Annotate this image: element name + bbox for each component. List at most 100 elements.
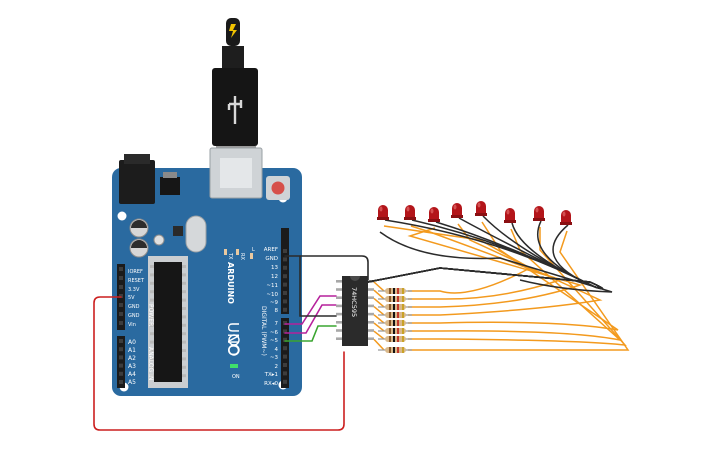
on-label: ON: [232, 374, 240, 380]
led-wire[interactable]: [408, 225, 563, 300]
led-wire[interactable]: [408, 228, 623, 342]
chip-output-wire[interactable]: [373, 338, 385, 351]
resistor[interactable]: [378, 336, 412, 342]
red-led[interactable]: [428, 207, 440, 222]
resistor-color-band: [393, 328, 395, 334]
gnd-return-wire[interactable]: [299, 255, 337, 317]
header-pin[interactable]: [119, 380, 123, 384]
resistor[interactable]: [378, 288, 412, 294]
header-pin[interactable]: [283, 354, 287, 359]
header-pin[interactable]: [283, 291, 287, 295]
header-pin[interactable]: [119, 276, 123, 280]
header-pin[interactable]: [283, 337, 287, 342]
pin-label: 13: [271, 265, 278, 271]
red-led[interactable]: [377, 205, 389, 220]
ic-pin: [150, 340, 154, 344]
header-pin[interactable]: [119, 355, 123, 360]
5v-wire[interactable]: [93, 296, 345, 431]
led-wire[interactable]: [408, 230, 630, 351]
header-pin[interactable]: [119, 347, 123, 352]
header-pin[interactable]: [283, 379, 287, 384]
ic-pin: [150, 332, 154, 336]
header-pin[interactable]: [119, 363, 123, 368]
header-pin[interactable]: [283, 371, 287, 376]
chip-output-wire[interactable]: [373, 281, 385, 292]
resistor[interactable]: [378, 320, 412, 326]
red-led[interactable]: [560, 210, 572, 225]
header-pin[interactable]: [119, 294, 123, 298]
header-pin[interactable]: [283, 257, 287, 262]
arduino-uno-board[interactable]: TX RX L ON ARDUINO UNO POWER ANALOG IN D…: [112, 147, 302, 396]
data-wire-pin7[interactable]: [284, 295, 337, 325]
red-led[interactable]: [533, 206, 545, 221]
pin-label: A1: [128, 347, 136, 354]
resistor[interactable]: [378, 312, 412, 318]
resistor-color-band: [397, 347, 399, 353]
resistor-color-band: [389, 328, 391, 334]
pin-label: RESET: [128, 278, 145, 284]
chip-output-wire[interactable]: [373, 322, 385, 332]
chip-output-wire[interactable]: [373, 306, 385, 316]
resistor[interactable]: [378, 328, 412, 334]
led-lens: [378, 205, 388, 218]
led-wire[interactable]: [408, 223, 603, 316]
dc-power-jack-top: [124, 154, 150, 164]
header-pin[interactable]: [283, 274, 287, 279]
red-led[interactable]: [504, 208, 516, 223]
dc-power-jack: [119, 160, 155, 204]
led-wire[interactable]: [383, 225, 532, 294]
resistor-color-band: [393, 296, 395, 302]
red-led[interactable]: [451, 203, 463, 218]
shift-register-chip[interactable]: 74HC595: [336, 276, 374, 346]
red-led[interactable]: [404, 205, 416, 220]
ic-pin: [182, 273, 186, 277]
header-pin[interactable]: [119, 339, 123, 343]
latch-wire-pin6[interactable]: [284, 304, 337, 334]
led-wire[interactable]: [408, 221, 619, 331]
resistor[interactable]: [378, 347, 412, 353]
resistor[interactable]: [378, 304, 412, 310]
header-pin[interactable]: [119, 267, 123, 271]
led-rim: [451, 215, 463, 218]
ic-pin: [150, 273, 154, 277]
gnd-wire[interactable]: [284, 255, 369, 283]
header-pin[interactable]: [283, 307, 287, 312]
voltage-regulator-tab: [163, 172, 177, 178]
resistor-color-band: [402, 296, 404, 302]
header-pin[interactable]: [119, 371, 123, 376]
chip-output-wire[interactable]: [373, 289, 385, 300]
resistor-array: [378, 288, 412, 353]
header-pin[interactable]: [283, 346, 287, 351]
led-rim: [377, 217, 389, 220]
ic-pin: [150, 365, 154, 369]
header-pin[interactable]: [283, 363, 287, 367]
header-pin[interactable]: [283, 321, 287, 325]
chip-output-wire[interactable]: [373, 297, 385, 308]
header-pin[interactable]: [119, 321, 123, 325]
power-pin-labels: IOREF RESET 3.3V 5V GND GND Vin: [128, 269, 145, 328]
analog-pin-labels: A0 A1 A2 A3 A4 A5: [128, 339, 136, 386]
header-pin[interactable]: [283, 265, 287, 270]
led-wire[interactable]: [407, 227, 583, 308]
header-pin[interactable]: [283, 249, 287, 253]
header-pin[interactable]: [283, 329, 287, 334]
header-pin-holes: [119, 249, 287, 384]
chip-output-wire[interactable]: [373, 330, 385, 340]
reset-button[interactable]: [271, 181, 285, 195]
resistor[interactable]: [378, 296, 412, 302]
smd-chip: [173, 226, 183, 236]
led-ground-wire[interactable]: [379, 231, 613, 293]
red-led[interactable]: [475, 201, 487, 216]
clock-wire-pin5[interactable]: [284, 325, 337, 342]
resistor-color-band: [393, 320, 395, 326]
chip-pin: [367, 321, 374, 324]
header-pin[interactable]: [283, 282, 287, 287]
header-pin[interactable]: [283, 299, 287, 304]
chip-output-wire[interactable]: [373, 314, 385, 324]
pin-label: RX◂0: [264, 381, 278, 387]
pin-label: ~5: [270, 338, 279, 344]
header-pin[interactable]: [119, 285, 123, 289]
header-pin[interactable]: [119, 303, 123, 307]
header-pin[interactable]: [119, 312, 123, 316]
